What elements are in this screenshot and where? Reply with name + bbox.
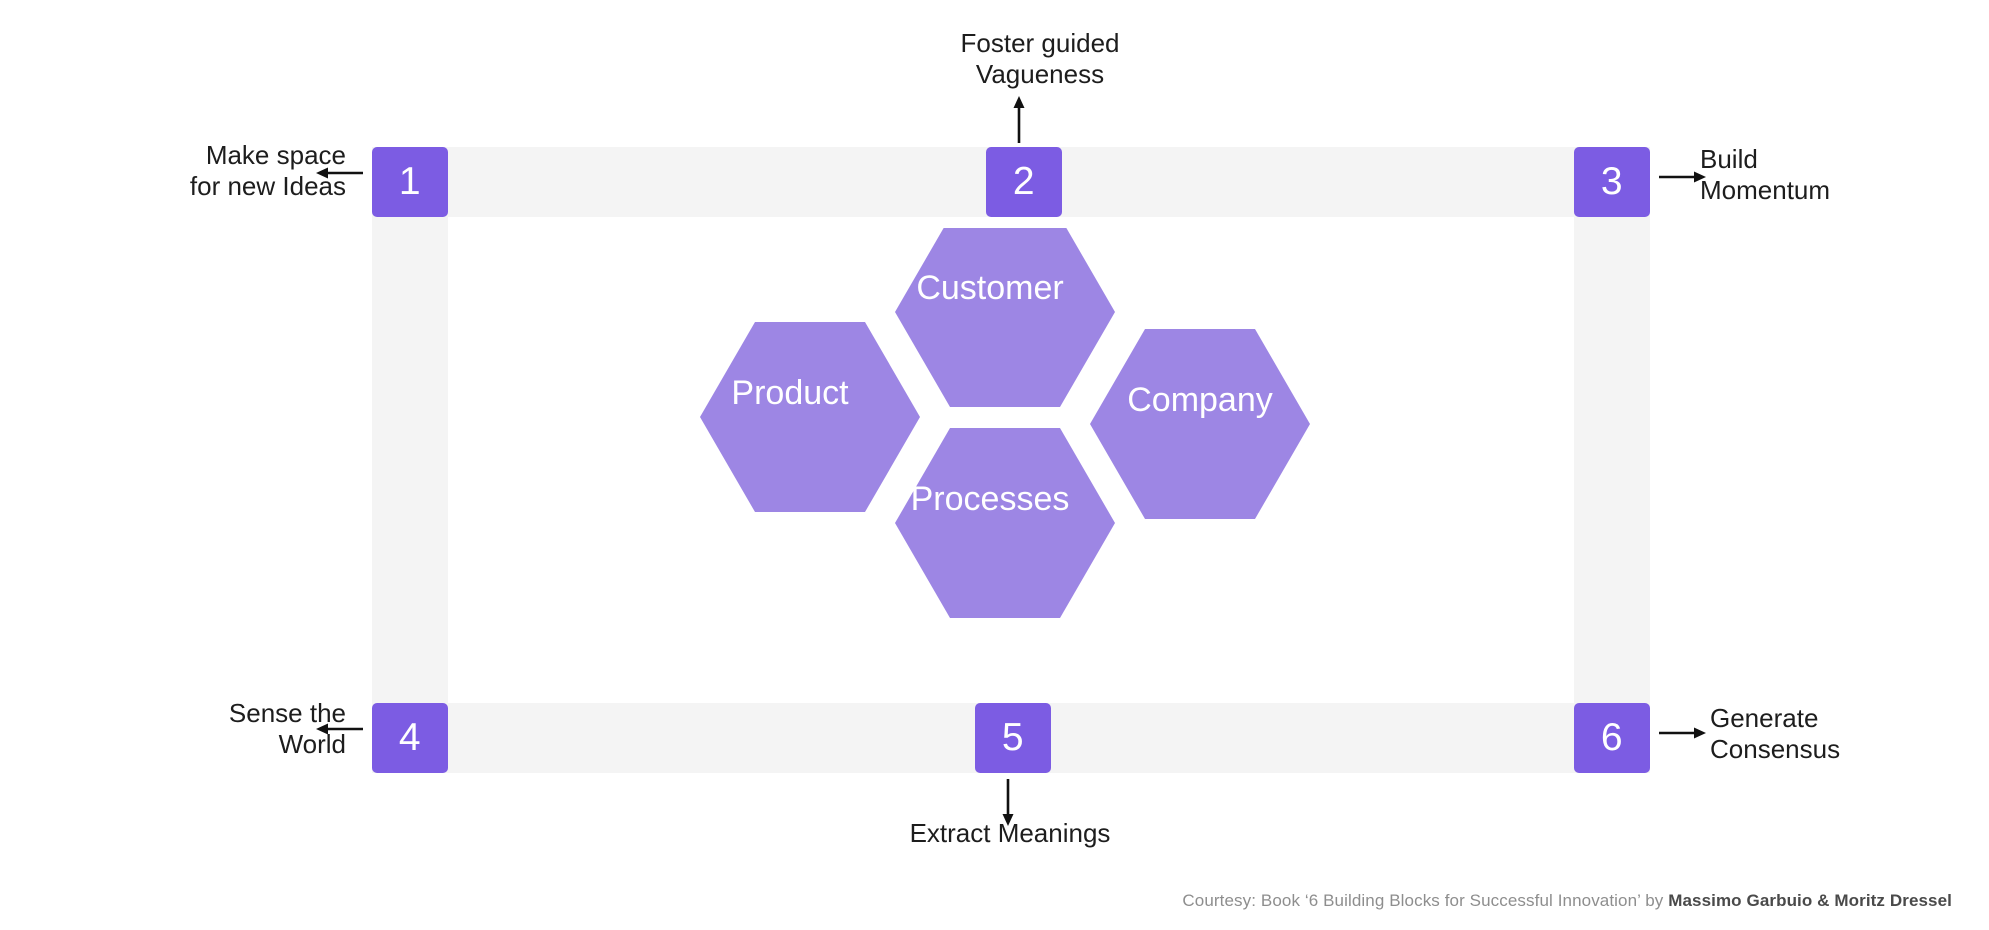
callout-label-3: Build Momentum bbox=[1700, 144, 1831, 205]
footer-authors: Massimo Garbuio & Moritz Dressel bbox=[1668, 891, 1952, 910]
building-block-6[interactable]: 6 bbox=[1574, 703, 1650, 773]
footer-courtesy-text: Courtesy: Book ‘6 Building Blocks for Su… bbox=[1182, 891, 1669, 910]
callout-label-5: Extract Meanings bbox=[909, 818, 1111, 848]
building-block-5[interactable]: 5 bbox=[975, 703, 1051, 773]
building-block-4[interactable]: 4 bbox=[372, 703, 448, 773]
hexagon-company[interactable] bbox=[1090, 329, 1310, 519]
callout-label-2: Foster guided Vagueness bbox=[960, 28, 1120, 89]
callout-label-4: Sense the World bbox=[228, 698, 346, 759]
hexagon-cluster-svg bbox=[700, 217, 1310, 618]
building-block-2[interactable]: 2 bbox=[986, 147, 1062, 217]
frame-rail-right bbox=[1574, 147, 1650, 773]
arrow-down-icon-5 bbox=[997, 778, 1019, 831]
hexagon-processes[interactable] bbox=[895, 428, 1115, 618]
arrow-right-icon-3 bbox=[1658, 166, 1706, 193]
arrow-left-icon-4 bbox=[316, 718, 364, 745]
building-block-1[interactable]: 1 bbox=[372, 147, 448, 217]
hexagon-cluster: Product Customer Processes Company bbox=[660, 217, 1360, 678]
hexagon-customer[interactable] bbox=[895, 217, 1115, 407]
arrow-right-icon-6 bbox=[1658, 722, 1706, 749]
callout-label-6: Generate Consensus bbox=[1710, 703, 1841, 764]
arrow-left-icon-1 bbox=[316, 162, 364, 189]
arrow-up-icon-2 bbox=[1008, 96, 1030, 149]
building-block-3[interactable]: 3 bbox=[1574, 147, 1650, 217]
frame-rail-left bbox=[372, 147, 448, 773]
footer-attribution: Courtesy: Book ‘6 Building Blocks for Su… bbox=[0, 891, 1952, 911]
callout-label-1: Make space for new Ideas bbox=[189, 140, 346, 201]
hexagon-product[interactable] bbox=[700, 322, 920, 512]
